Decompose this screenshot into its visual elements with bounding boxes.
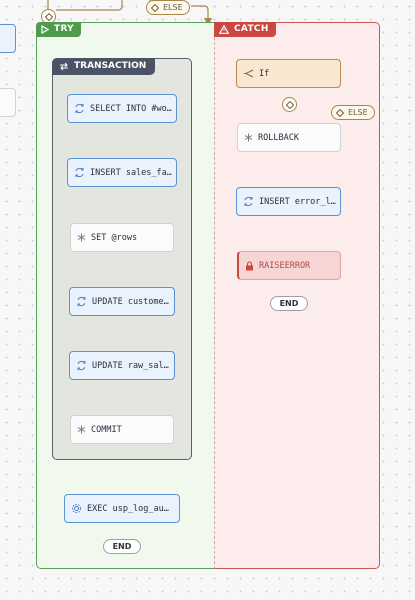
node-label: ROLLBACK (258, 132, 299, 143)
node-label: If (259, 68, 270, 79)
offscreen-node-stub[interactable] (0, 24, 16, 53)
catch-end-node[interactable]: END (270, 296, 308, 311)
rollback-node[interactable]: ROLLBACK (237, 123, 341, 152)
update-raw-sales-node[interactable]: UPDATE raw_sal… (69, 351, 175, 380)
node-label: EXEC usp_log_au… (87, 503, 169, 514)
else-label: ELSE (348, 107, 368, 117)
asterisk-icon (244, 133, 253, 142)
branch-icon (243, 69, 254, 78)
sync-icon (76, 360, 87, 371)
transaction-block (52, 58, 192, 460)
sync-icon (76, 296, 87, 307)
lock-icon (245, 260, 254, 271)
play-icon (41, 25, 49, 34)
node-label: SELECT INTO #wo… (90, 103, 172, 114)
node-label: INSERT error_l… (259, 196, 336, 207)
try-block-label: TRY (36, 22, 81, 37)
offscreen-node-stub[interactable] (0, 88, 16, 117)
if-condition-node[interactable]: If (236, 59, 341, 88)
node-label: RAISEERROR (259, 260, 311, 271)
sync-icon (74, 167, 85, 178)
exec-log-node[interactable]: EXEC usp_log_au… (64, 494, 180, 523)
node-label: INSERT sales_fa… (90, 167, 172, 178)
warning-icon (219, 25, 229, 34)
try-label: TRY (54, 24, 74, 34)
node-label: UPDATE custome… (92, 296, 169, 307)
try-end-node[interactable]: END (103, 539, 141, 554)
asterisk-icon (77, 425, 86, 434)
end-label: END (279, 299, 299, 308)
branch-diamond-icon (282, 97, 297, 112)
select-into-node[interactable]: SELECT INTO #wo… (67, 94, 177, 123)
diamond-icon (151, 3, 159, 12)
commit-node[interactable]: COMMIT (70, 415, 174, 444)
swap-icon (60, 62, 68, 71)
node-label: COMMIT (91, 424, 122, 435)
transaction-label: TRANSACTION (52, 58, 156, 75)
transaction-title: TRANSACTION (74, 61, 147, 71)
insert-sales-node[interactable]: INSERT sales_fa… (67, 158, 177, 187)
node-label: UPDATE raw_sal… (92, 360, 169, 371)
catch-label: CATCH (234, 24, 269, 34)
sync-icon (243, 196, 254, 207)
diamond-icon (336, 108, 344, 117)
catch-block-label: CATCH (214, 22, 276, 37)
else-branch-label: ELSE (331, 105, 375, 120)
else-label: ELSE (163, 2, 183, 12)
sync-icon (74, 103, 85, 114)
asterisk-icon (77, 233, 86, 242)
gear-icon (71, 503, 82, 514)
insert-error-log-node[interactable]: INSERT error_l… (236, 187, 341, 216)
end-label: END (112, 542, 132, 551)
node-label: SET @rows (91, 232, 138, 243)
set-rows-node[interactable]: SET @rows (70, 223, 174, 252)
raiseerror-node[interactable]: RAISEERROR (237, 251, 341, 280)
else-branch-label: ELSE (146, 0, 190, 15)
update-customer-node[interactable]: UPDATE custome… (69, 287, 175, 316)
